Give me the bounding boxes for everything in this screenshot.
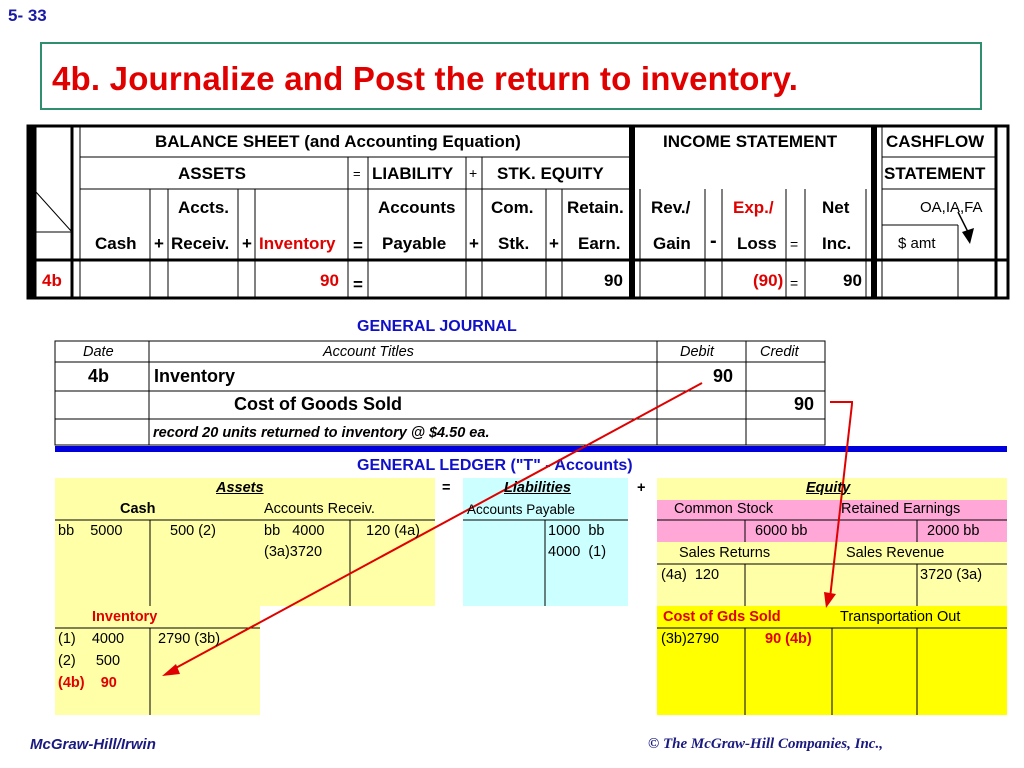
cf-header-2: STATEMENT — [884, 164, 986, 183]
common-stock-credit: 6000 bb — [755, 523, 808, 539]
t-account-transport: Transportation Out — [840, 609, 961, 625]
net-col-1: Net — [822, 198, 850, 217]
cf-header-1: CASHFLOW — [886, 132, 985, 151]
minus-sign: - — [710, 230, 717, 252]
journal-col-date: Date — [83, 344, 114, 360]
ledger-plus: + — [637, 480, 646, 496]
liability-header: LIABILITY — [372, 164, 454, 183]
ar-debit-1: bb 4000 — [264, 523, 325, 539]
t-account-cogs: Cost of Gds Sold — [663, 609, 781, 625]
journal-debit-amount: 90 — [713, 366, 734, 386]
ret-col-2: Earn. — [578, 234, 621, 253]
arrow-head-icon — [824, 592, 836, 608]
cf-amt: $ amt — [898, 235, 936, 252]
journal-credit-account: Cost of Goods Sold — [234, 394, 402, 414]
accts-col-1: Accts. — [178, 198, 230, 217]
t-account-inventory: Inventory — [92, 609, 158, 625]
t-account-sales-revenue: Sales Revenue — [846, 545, 945, 561]
cashflow-pointer-icon — [962, 228, 974, 244]
cf-types: OA,IA,FA — [920, 199, 983, 216]
cogs-credit: 90 (4b) — [765, 631, 812, 647]
sales-revenue-credit: 3720 (3a) — [920, 567, 983, 583]
plus-sign: + — [469, 234, 479, 253]
assets-header: ASSETS — [178, 164, 247, 183]
row-retained-value: 90 — [604, 271, 623, 290]
row-eq-sign-2: = — [790, 275, 799, 291]
cash-col: Cash — [95, 234, 137, 253]
plus-sign: + — [154, 234, 164, 253]
cash-debit: bb 5000 — [58, 523, 123, 539]
plus-sign: + — [242, 234, 252, 253]
sales-returns-debit: (4a) 120 — [661, 567, 720, 583]
t-account-cash: Cash — [120, 501, 156, 517]
t-account-ap: Accounts Payable — [467, 502, 576, 517]
rev-col-1: Rev./ — [651, 198, 691, 217]
ar-credit: 120 (4a) — [366, 523, 421, 539]
journal-grid — [54, 340, 1007, 452]
ledger-equity: Equity — [806, 480, 851, 496]
accts-col-2: Receiv. — [171, 234, 230, 253]
journal-entry-label: 4b — [88, 366, 110, 386]
exp-col-1: Exp./ — [733, 198, 774, 217]
ap-col-2: Payable — [382, 234, 447, 253]
row-label-4b: 4b — [42, 271, 62, 290]
retained-credit: 2000 bb — [927, 523, 980, 539]
ledger-title: GENERAL LEDGER ("T" - Accounts) — [357, 457, 633, 474]
ap-col-1: Accounts — [378, 198, 456, 217]
plus-sign-header: + — [469, 165, 478, 181]
cash-credit: 500 (2) — [170, 523, 216, 539]
footer-publisher: McGraw-Hill/Irwin — [30, 736, 156, 753]
journal-debit-account: Inventory — [154, 366, 236, 386]
ap-credit-2: 4000 (1) — [548, 544, 607, 560]
inventory-debit-2: (2) 500 — [58, 653, 121, 669]
journal-credit-amount: 90 — [794, 394, 815, 414]
slide-title: 4b. Journalize and Post the return to in… — [52, 60, 799, 97]
row-net-value: 90 — [843, 271, 862, 290]
arrow-head-icon — [162, 664, 180, 676]
is-header: INCOME STATEMENT — [663, 132, 838, 151]
balance-sheet-grid — [26, 124, 1010, 300]
bs-header: BALANCE SHEET (and Accounting Equation) — [155, 132, 521, 151]
footer-copyright: © The McGraw-Hill Companies, Inc., — [648, 736, 883, 752]
row-exp-value: (90) — [753, 271, 784, 290]
slide-number: 5- 33 — [8, 6, 47, 25]
com-col-1: Com. — [491, 198, 534, 217]
ret-col-1: Retain. — [567, 198, 624, 217]
eq-sign: = — [790, 236, 799, 252]
ar-debit-2: (3a)3720 — [264, 544, 323, 560]
eq-sign-header: = — [353, 166, 361, 181]
ledger-eq: = — [442, 480, 451, 496]
row-eq-sign: = — [353, 275, 363, 294]
rev-col-2: Gain — [653, 234, 691, 253]
journal-col-credit: Credit — [760, 344, 799, 360]
t-account-ar: Accounts Receiv. — [264, 501, 375, 517]
net-col-2: Inc. — [822, 234, 852, 253]
stk-equity-header: STK. EQUITY — [497, 164, 604, 183]
inventory-debit-3: (4b) 90 — [58, 675, 117, 691]
t-account-retained: Retained Earnings — [841, 501, 961, 517]
row-inventory-value: 90 — [320, 271, 339, 290]
ap-credit-1: 1000 bb — [548, 523, 605, 539]
inventory-debit-1: (1) 4000 — [58, 631, 125, 647]
inventory-col: Inventory — [259, 234, 336, 253]
journal-title: GENERAL JOURNAL — [357, 318, 517, 335]
ledger-assets: Assets — [216, 480, 264, 496]
cogs-debit: (3b)2790 — [661, 631, 720, 647]
plus-sign: + — [549, 234, 559, 253]
ledger-liabilities: Liabilities — [504, 480, 571, 496]
inventory-credit: 2790 (3b) — [158, 631, 221, 647]
journal-col-titles: Account Titles — [323, 344, 414, 360]
journal-memo: record 20 units returned to inventory @ … — [153, 425, 490, 441]
t-account-sales-returns: Sales Returns — [679, 545, 771, 561]
exp-col-2: Loss — [737, 234, 777, 253]
t-account-common-stock: Common Stock — [674, 501, 774, 517]
com-col-2: Stk. — [498, 234, 530, 253]
eq-sign: = — [353, 236, 363, 255]
journal-col-debit: Debit — [680, 344, 714, 360]
title-frame — [40, 42, 982, 110]
